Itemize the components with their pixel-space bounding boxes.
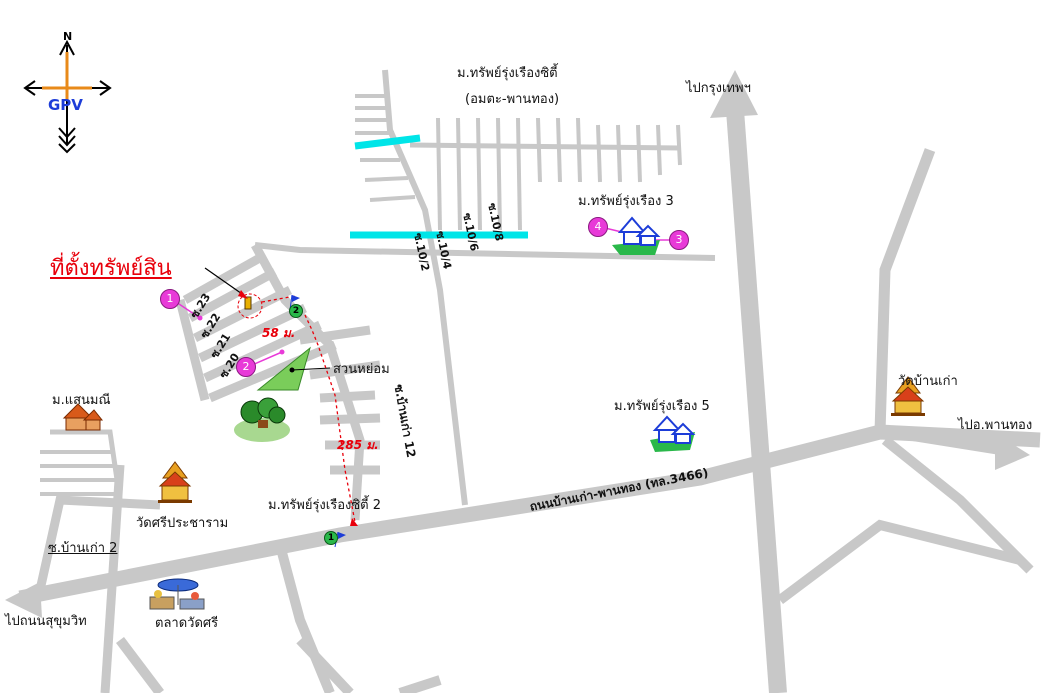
label-to-bangkok: ไปกรุงเทพฯ (686, 81, 751, 96)
label-subdivision-5: ม.ทรัพย์รุ่งเรือง 5 (614, 399, 710, 414)
property-subdivision-grid (175, 242, 381, 521)
highway-bangkok (726, 109, 787, 693)
label-sansanee: ม.แสนมณี (52, 393, 111, 408)
compass-north-label: N (63, 30, 73, 43)
page-title: ที่ตั้งทรัพย์สิน (50, 256, 172, 281)
arrow-bangkok-head (710, 70, 758, 118)
label-wat-si-pracharam: วัดศรีประชาราม (136, 516, 229, 531)
label-subdivision-city-top-sub: (อมตะ-พานทอง) (465, 92, 560, 107)
top-subdivision-sois (355, 94, 682, 231)
arrow-sukhumvit-head (5, 582, 42, 618)
road-lower-1 (275, 543, 335, 693)
temple-icon (158, 461, 192, 503)
label-subdivision-city-2: ม.ทรัพย์รุ่งเรืองซิตี้ 2 (268, 498, 382, 513)
marker-pink-1: 1 (160, 289, 180, 309)
road-se (881, 436, 1034, 574)
label-wat-ban-kao: วัดบ้านเก่า (898, 374, 958, 389)
temple-icon (891, 376, 925, 416)
sansanee-street (50, 429, 123, 501)
road-lower-4 (398, 675, 442, 693)
marker-pink-2: 2 (236, 357, 256, 377)
property-pin-icon (244, 296, 252, 310)
market-icon (149, 578, 205, 610)
gpv-logo: GPV (48, 96, 83, 114)
house-icon (650, 415, 696, 452)
road-lower-2 (296, 636, 354, 693)
label-to-phan-thong: ไปอ.พานทอง (958, 418, 1033, 433)
label-park: สวนหย่อม (333, 362, 390, 377)
house-icon (612, 216, 661, 255)
marker-pink-4: 4 (588, 217, 608, 237)
arrow-phan-thong-head (995, 433, 1030, 470)
marker-green-1: 1 (324, 531, 338, 545)
label-market: ตลาดวัดศรี (155, 616, 219, 631)
route-path (261, 295, 356, 523)
road-ne (874, 425, 1001, 455)
top-subdivision-street (409, 142, 681, 151)
soi-ban-kao-12 (382, 69, 468, 506)
road-lower-3 (116, 636, 164, 693)
marker-green-2: 2 (289, 304, 303, 318)
tree-icon (234, 397, 290, 442)
canals (350, 134, 528, 239)
label-to-sukhumvit: ไปถนนสุขุมวิท (5, 614, 87, 629)
road-north-right (874, 148, 936, 433)
label-subdivision-3: ม.ทรัพย์รุ่งเรือง 3 (578, 194, 674, 209)
house-icon (62, 403, 104, 431)
road-left-loop (35, 495, 161, 591)
distance-label-2: 285 ม. (337, 438, 379, 452)
sansanee-sois (40, 450, 118, 496)
road-top-horizontal (254, 242, 716, 261)
label-subdivision-city-top: ม.ทรัพย์รุ่งเรืองซิตี้ (457, 66, 558, 81)
label-soi-ban-kao-2: ซ.บ้านเก่า 2 (48, 541, 118, 556)
distance-label-1: 58 ม. (262, 326, 296, 340)
road-sw-right (777, 519, 1022, 604)
marker-pink-3: 3 (669, 230, 689, 250)
